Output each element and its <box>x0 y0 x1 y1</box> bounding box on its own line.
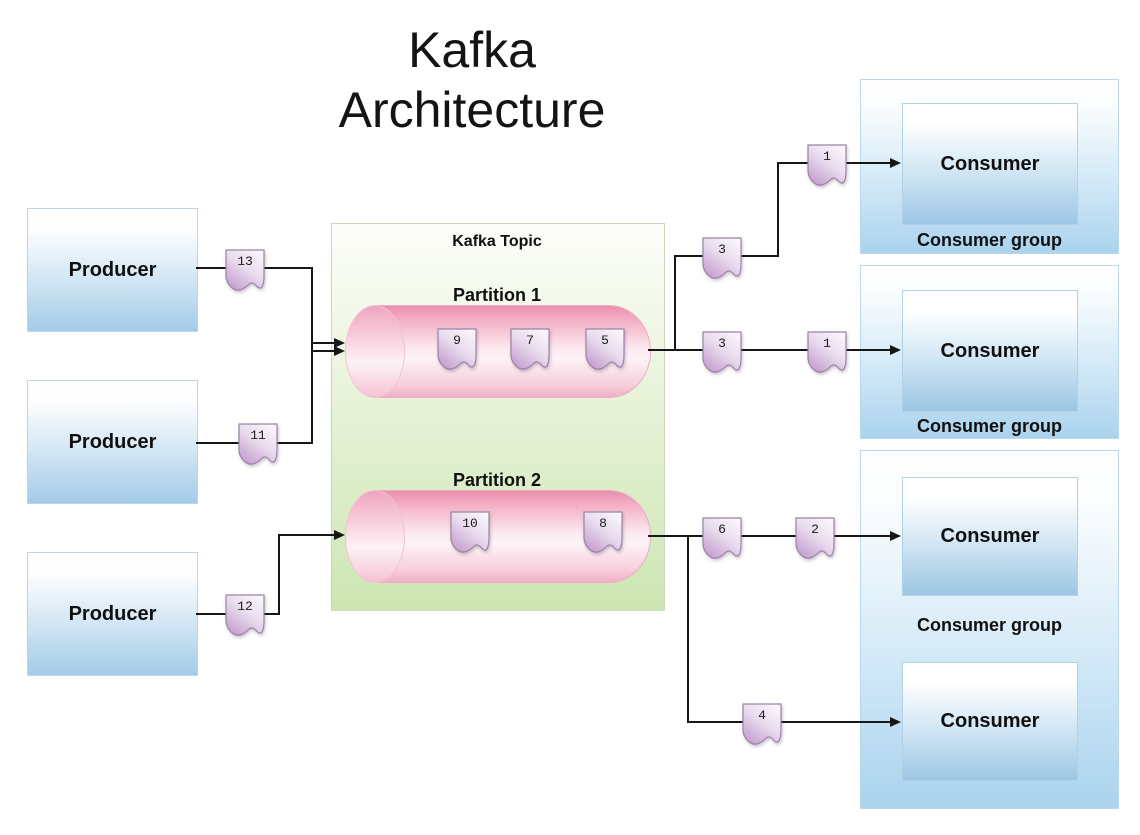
note-icon <box>807 144 847 186</box>
message-badge-11: 11 <box>238 423 278 467</box>
title-line-2: Architecture <box>338 82 606 138</box>
producer-box-3: Producer <box>27 552 198 676</box>
offset-number-1-group1: 1 <box>823 149 831 164</box>
producer2-into-partition1-line <box>312 350 335 352</box>
title-line-1: Kafka <box>408 22 536 78</box>
consumer-group-3-label: Consumer group <box>916 615 1062 635</box>
offset-number-6: 6 <box>718 522 726 537</box>
partition1-message-9: 9 <box>437 328 477 372</box>
note-icon <box>702 331 742 373</box>
offset-number-10: 10 <box>462 516 478 531</box>
arrowhead-icon-into-consumer-g1 <box>890 158 901 168</box>
consumer-g2-label: Consumer <box>940 339 1040 362</box>
offset-number-7: 7 <box>526 333 534 348</box>
offset-number-1-group2: 1 <box>823 336 831 351</box>
route-badge-6: 6 <box>702 517 742 561</box>
partition1-to-group2-line <box>648 349 890 351</box>
offset-number-8: 8 <box>599 516 607 531</box>
partition2-to-group3-bottom-line <box>688 721 890 723</box>
note-icon <box>585 328 625 370</box>
partition2-branch-vertical-line <box>687 535 689 723</box>
producer-1-label: Producer <box>68 258 157 281</box>
partition1-message-7: 7 <box>510 328 550 372</box>
arrowhead-icon-into-partition1-b <box>334 346 345 356</box>
note-icon <box>510 328 550 370</box>
partition-1-label: Partition 1 <box>452 285 541 305</box>
message-badge-12: 12 <box>225 594 265 638</box>
offset-number-3-lower: 3 <box>718 336 726 351</box>
consumer-box-g1: Consumer <box>902 103 1078 225</box>
partition2-to-group3-top-line <box>648 535 890 537</box>
producer-box-2: Producer <box>27 380 198 504</box>
kafka-topic-label: Kafka Topic <box>452 233 542 250</box>
producer3-vertical-line <box>278 534 280 615</box>
route-badge-4: 4 <box>742 703 782 747</box>
arrowhead-icon-into-consumer-g2 <box>890 345 901 355</box>
note-icon <box>238 423 278 465</box>
route-badge-1-group1: 1 <box>807 144 847 188</box>
offset-number-4: 4 <box>758 708 766 723</box>
consumer-group-1-label: Consumer group <box>916 230 1062 250</box>
consumer-box-g3-top: Consumer <box>902 477 1078 596</box>
note-icon <box>795 517 835 559</box>
note-icon <box>807 331 847 373</box>
note-icon <box>702 517 742 559</box>
arrowhead-icon-into-consumer-g3-top <box>890 531 901 541</box>
note-icon <box>437 328 477 370</box>
partition2-message-10: 10 <box>450 511 490 555</box>
arrowhead-icon-into-partition2 <box>334 530 345 540</box>
consumer-g3-bottom-label: Consumer <box>940 710 1040 732</box>
producer-3-label: Producer <box>68 602 157 625</box>
offset-number-11: 11 <box>250 428 266 443</box>
producer1-into-partition1-line <box>312 342 335 344</box>
consumer-g1-label: Consumer <box>940 152 1040 175</box>
route-badge-2: 2 <box>795 517 835 561</box>
producer-2-label: Producer <box>68 430 157 453</box>
partition-2-cylinder-cap <box>345 490 405 583</box>
partition1-branch-vertical-line <box>674 255 676 351</box>
arrowhead-icon-into-partition1-a <box>334 338 345 348</box>
note-icon <box>225 594 265 636</box>
partition2-message-8: 8 <box>583 511 623 555</box>
partition-2-label: Partition 2 <box>452 470 541 490</box>
partition1-message-5: 5 <box>585 328 625 372</box>
route-badge-3-upper: 3 <box>702 237 742 281</box>
message-badge-13: 13 <box>225 249 265 293</box>
route-badge-1-group2: 1 <box>807 331 847 375</box>
arrowhead-icon-into-consumer-g3-bottom <box>890 717 901 727</box>
note-icon <box>583 511 623 553</box>
producer3-into-partition2-line <box>279 534 335 536</box>
note-icon <box>702 237 742 279</box>
consumer-box-g3-bottom: Consumer <box>902 662 1078 781</box>
consumer-box-g2: Consumer <box>902 290 1078 412</box>
partition1-branch-vertical-line-2 <box>777 162 779 257</box>
offset-number-9: 9 <box>453 333 461 348</box>
partition-1-cylinder-cap <box>345 305 405 398</box>
note-icon <box>225 249 265 291</box>
consumer-group-2-label: Consumer group <box>916 416 1062 436</box>
producer-box-1: Producer <box>27 208 198 332</box>
note-icon <box>742 703 782 745</box>
diagram-title: Kafka Architecture <box>142 20 802 140</box>
offset-number-12: 12 <box>237 599 253 614</box>
route-badge-3-lower: 3 <box>702 331 742 375</box>
producer-merge-vertical-line <box>311 267 313 444</box>
offset-number-5: 5 <box>601 333 609 348</box>
consumer-g3-top-label: Consumer <box>940 525 1040 547</box>
offset-number-2: 2 <box>811 522 819 537</box>
offset-number-13: 13 <box>237 254 253 269</box>
note-icon <box>450 511 490 553</box>
offset-number-3-upper: 3 <box>718 242 726 257</box>
